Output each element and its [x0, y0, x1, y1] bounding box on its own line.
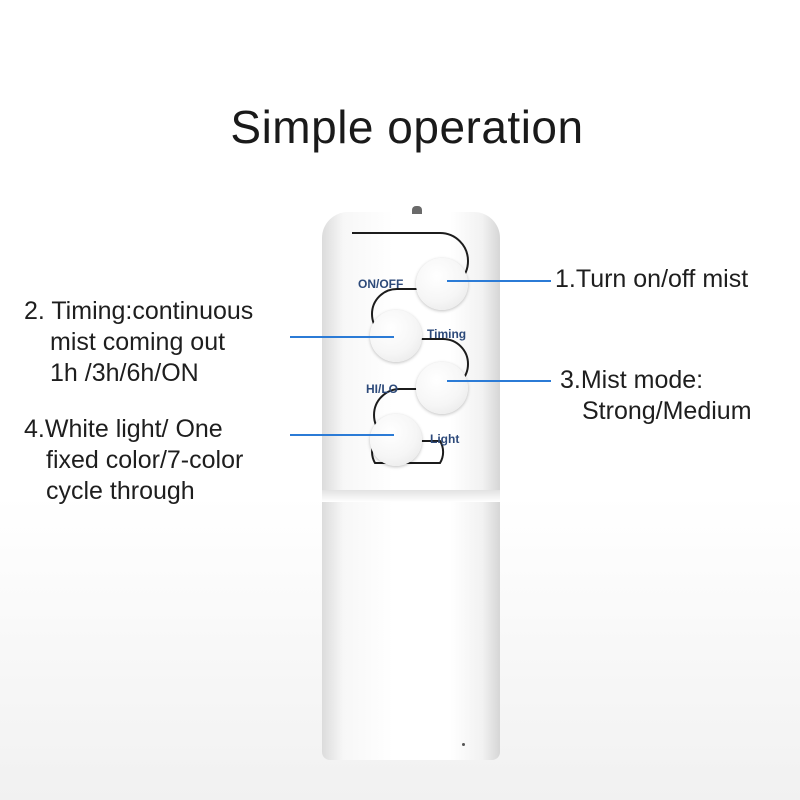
timing-label: Timing — [427, 327, 467, 341]
callout-mist-mode: 3.Mist mode: Strong/Medium — [560, 365, 752, 427]
light-button[interactable] — [370, 414, 422, 466]
callout-line-1 — [447, 280, 551, 282]
callout-turn-on-off: 1.Turn on/off mist — [555, 265, 749, 293]
callout-timing-line-3: 1h /3h/6h/ON — [50, 359, 199, 387]
callout-timing-line-2: mist coming out — [50, 328, 226, 356]
hi-lo-label: HI/LO — [366, 382, 398, 396]
callout-line-4 — [290, 434, 394, 436]
light-label: Light — [430, 432, 460, 446]
hi-lo-button[interactable] — [416, 362, 468, 414]
remote-control — [322, 212, 500, 760]
callout-light-line-1: 4.White light/ One — [24, 415, 223, 443]
on-off-label: ON/OFF — [358, 277, 404, 291]
callout-line-2 — [290, 336, 394, 338]
page-title: Simple operation — [230, 101, 584, 153]
callout-mist-mode-line-1: 3.Mist mode: — [560, 366, 704, 394]
remote-indicator-dot — [462, 743, 465, 746]
remote-seam — [322, 490, 500, 502]
callout-light: 4.White light/ One fixed color/7-color c… — [24, 414, 243, 507]
on-off-button[interactable] — [416, 258, 468, 310]
callout-line-3 — [447, 380, 551, 382]
callout-mist-mode-line-2: Strong/Medium — [582, 397, 752, 425]
callout-timing-line-1: 2. Timing:continuous — [24, 297, 254, 325]
callout-light-line-2: fixed color/7-color — [46, 446, 244, 474]
callout-timing: 2. Timing:continuous mist coming out 1h … — [24, 296, 253, 389]
remote-top-nub — [412, 206, 422, 214]
callout-light-line-3: cycle through — [46, 477, 195, 505]
